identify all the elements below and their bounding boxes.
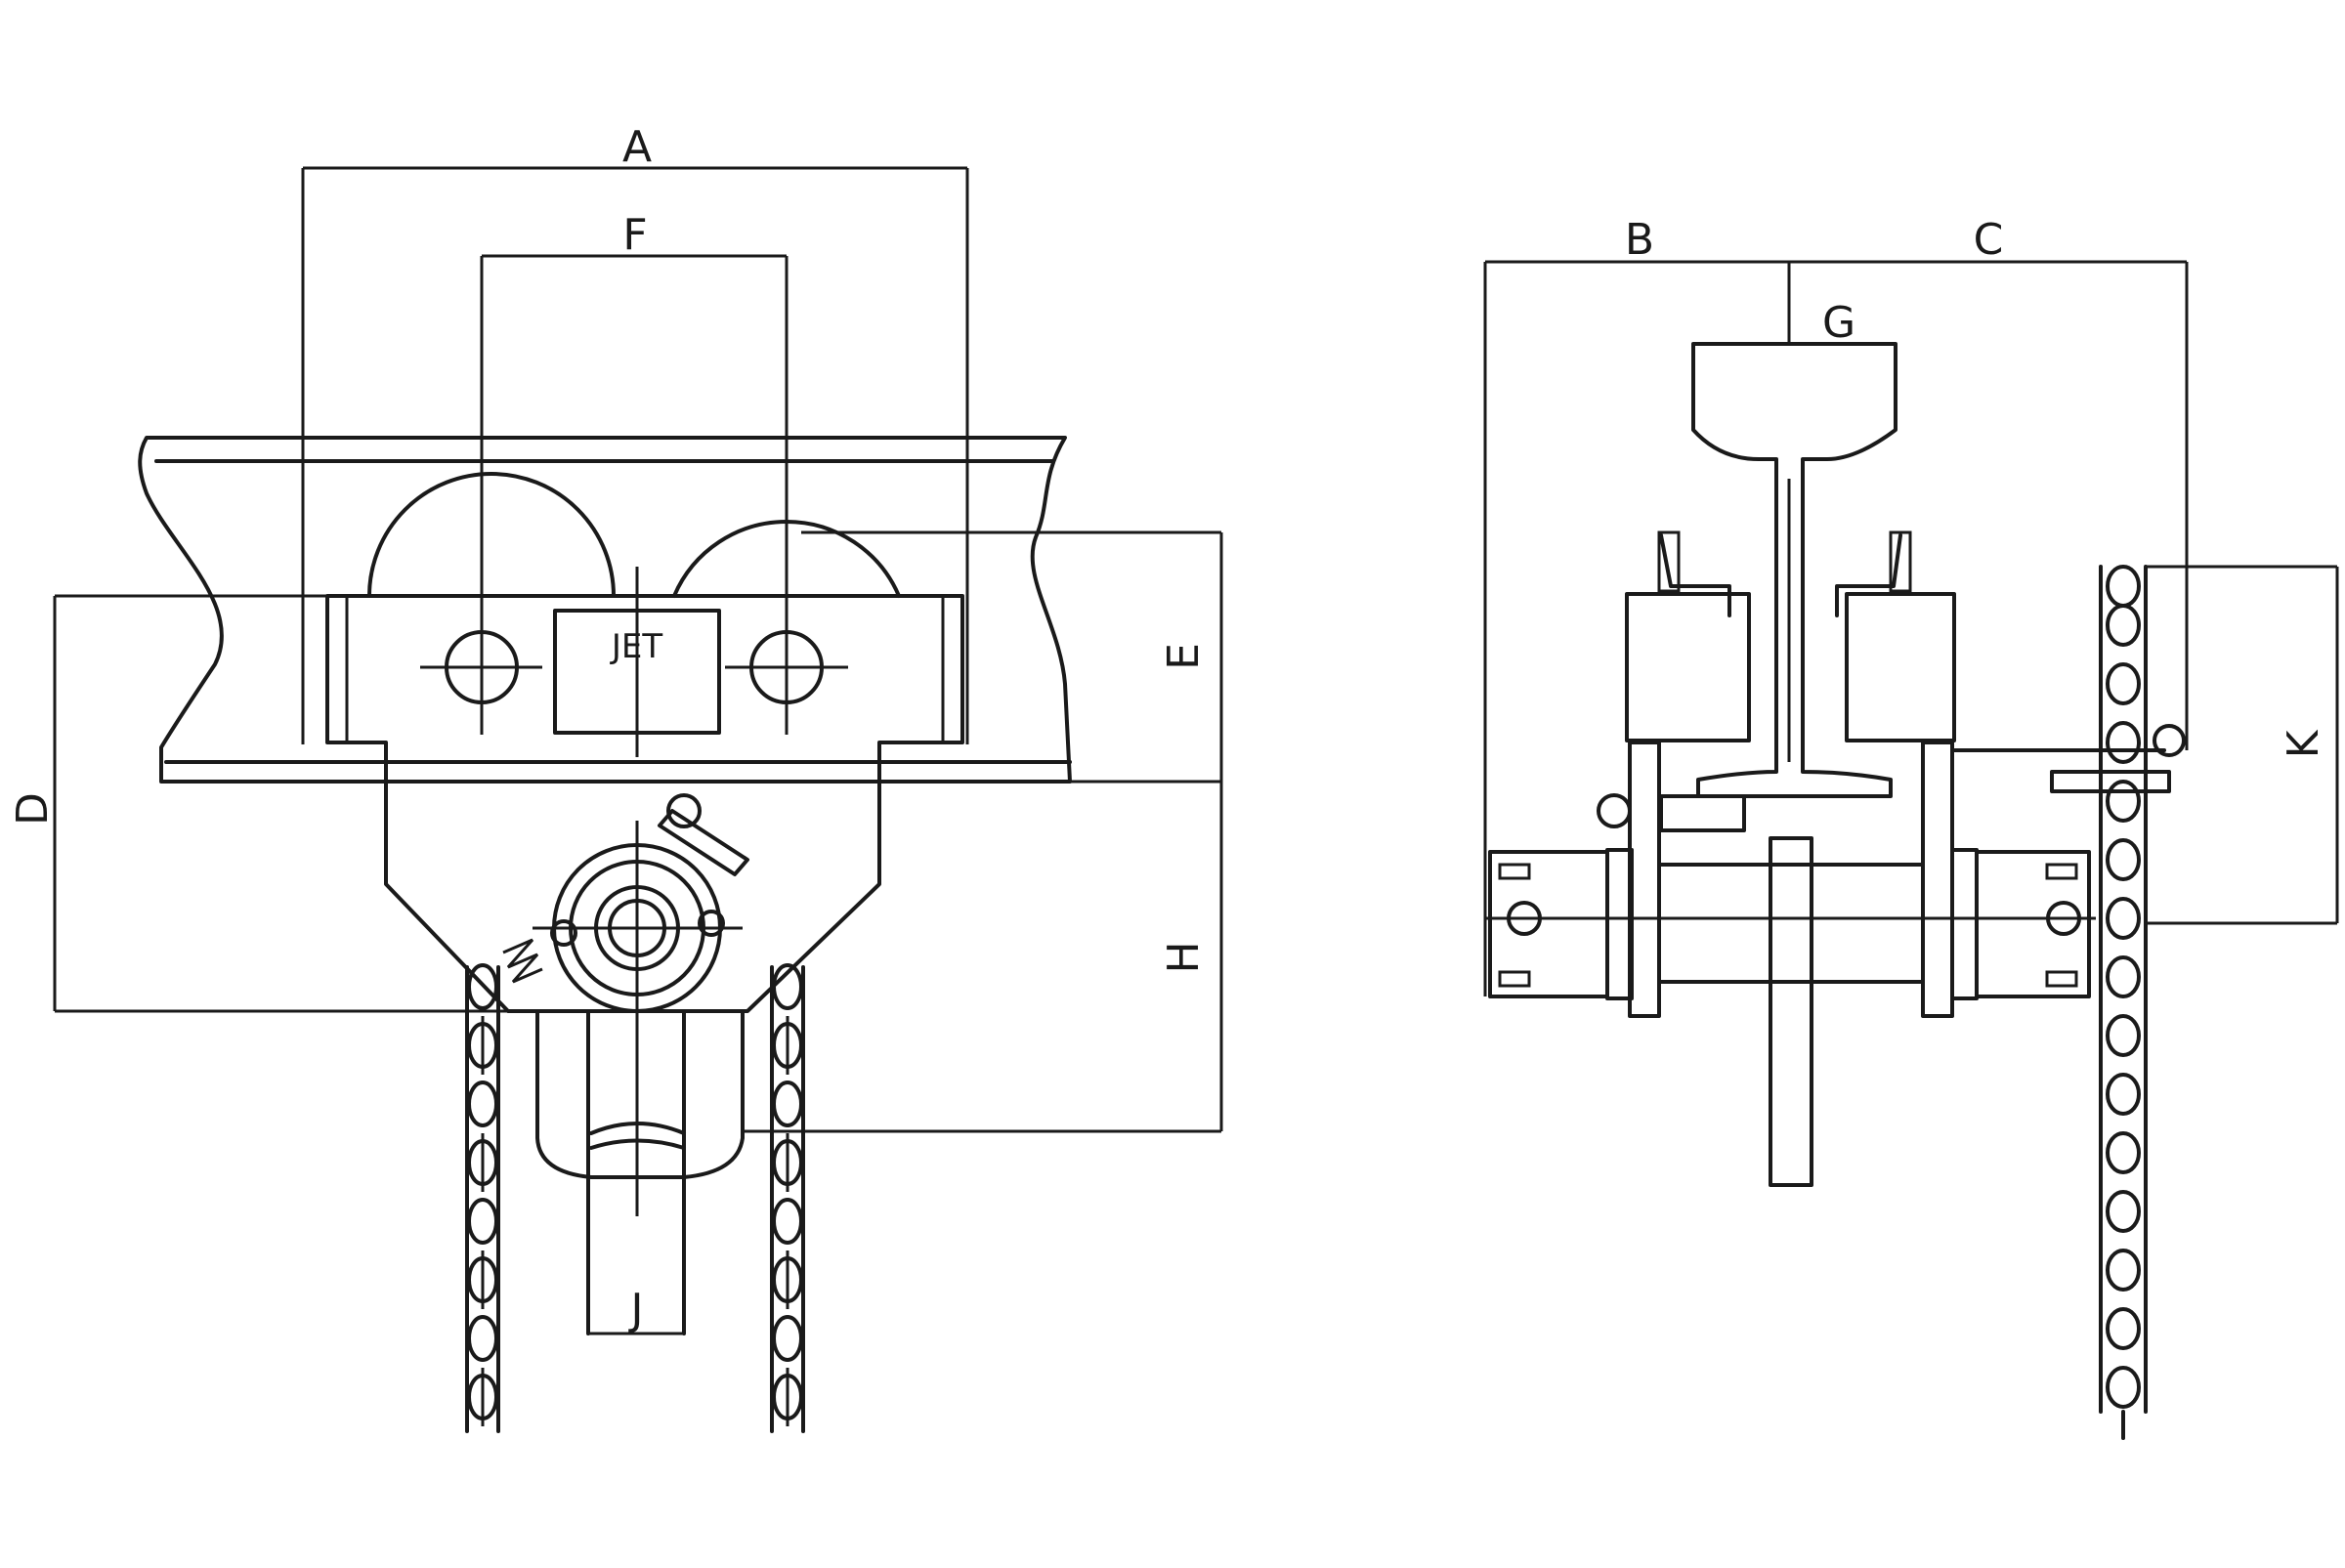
label-d: D (8, 792, 58, 826)
front-bolt (666, 793, 702, 828)
front-wheel-left (367, 472, 616, 598)
side-drum (1485, 848, 2096, 1000)
dimension-h: H (743, 782, 1223, 1133)
front-lever (658, 809, 749, 876)
label-a: A (622, 122, 652, 172)
dimension-b: B (1483, 215, 1789, 996)
side-view: B C G K (1483, 215, 2339, 1440)
dimension-e: E (801, 530, 1223, 784)
front-plate-left (325, 594, 349, 744)
side-chain (2099, 565, 2148, 1440)
side-bolt-right (2153, 724, 2186, 757)
label-c: C (1974, 215, 2004, 265)
front-plate-right (941, 594, 964, 744)
side-plate-left (1628, 741, 1661, 1018)
front-chain-left (465, 963, 500, 1433)
dimension-a: A (301, 122, 969, 744)
side-load-tube (1769, 836, 1813, 1187)
label-h: H (1159, 941, 1209, 973)
label-k: K (2279, 729, 2328, 758)
side-bolt-left (1597, 793, 1632, 828)
front-view: JET (8, 122, 1223, 1433)
label-e: E (1159, 643, 1209, 670)
side-plate-right (1921, 741, 1954, 1018)
front-spring (502, 938, 543, 984)
label-g: G (1822, 298, 1855, 348)
side-frame-left (1625, 592, 1751, 742)
side-beam (1691, 342, 1897, 798)
dimension-f: F (480, 210, 789, 735)
dimension-c: C (1787, 215, 2189, 750)
label-j: J (628, 1285, 644, 1335)
dimension-j: J (588, 1285, 684, 1335)
dimension-d: D (8, 594, 508, 1013)
front-chain-right (770, 963, 805, 1433)
front-beam (138, 436, 1072, 784)
label-b: B (1625, 215, 1654, 265)
front-handwheel (533, 821, 743, 1036)
label-f: F (622, 210, 647, 260)
side-frame-right (1845, 592, 1956, 742)
front-hook-block (535, 1009, 745, 1179)
dimension-k: K (2146, 565, 2339, 925)
